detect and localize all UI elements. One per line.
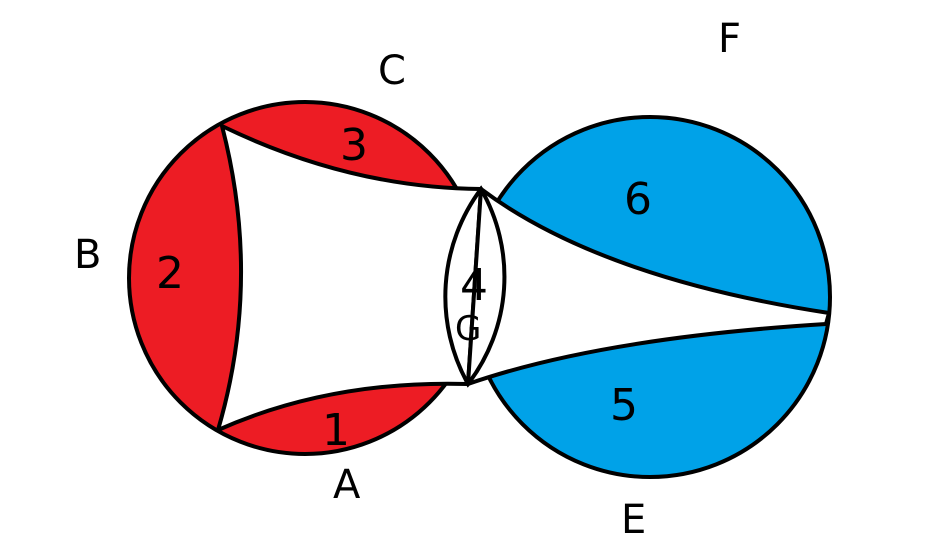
lens-outline bbox=[443, 185, 507, 388]
label-c: C bbox=[378, 48, 406, 94]
region-3: 3 bbox=[340, 120, 368, 171]
label-g: G bbox=[455, 309, 481, 349]
label-b: B bbox=[74, 232, 101, 278]
region-5: 5 bbox=[610, 380, 638, 431]
label-f: F bbox=[718, 16, 741, 62]
region-4: 4 bbox=[460, 260, 488, 311]
region-2: 2 bbox=[156, 248, 184, 299]
label-a: A bbox=[333, 462, 361, 508]
right-inner-region bbox=[466, 187, 831, 386]
region-1: 1 bbox=[322, 405, 350, 456]
region-6: 6 bbox=[624, 174, 652, 225]
label-e: E bbox=[621, 497, 646, 543]
left-inner-region bbox=[216, 124, 483, 432]
